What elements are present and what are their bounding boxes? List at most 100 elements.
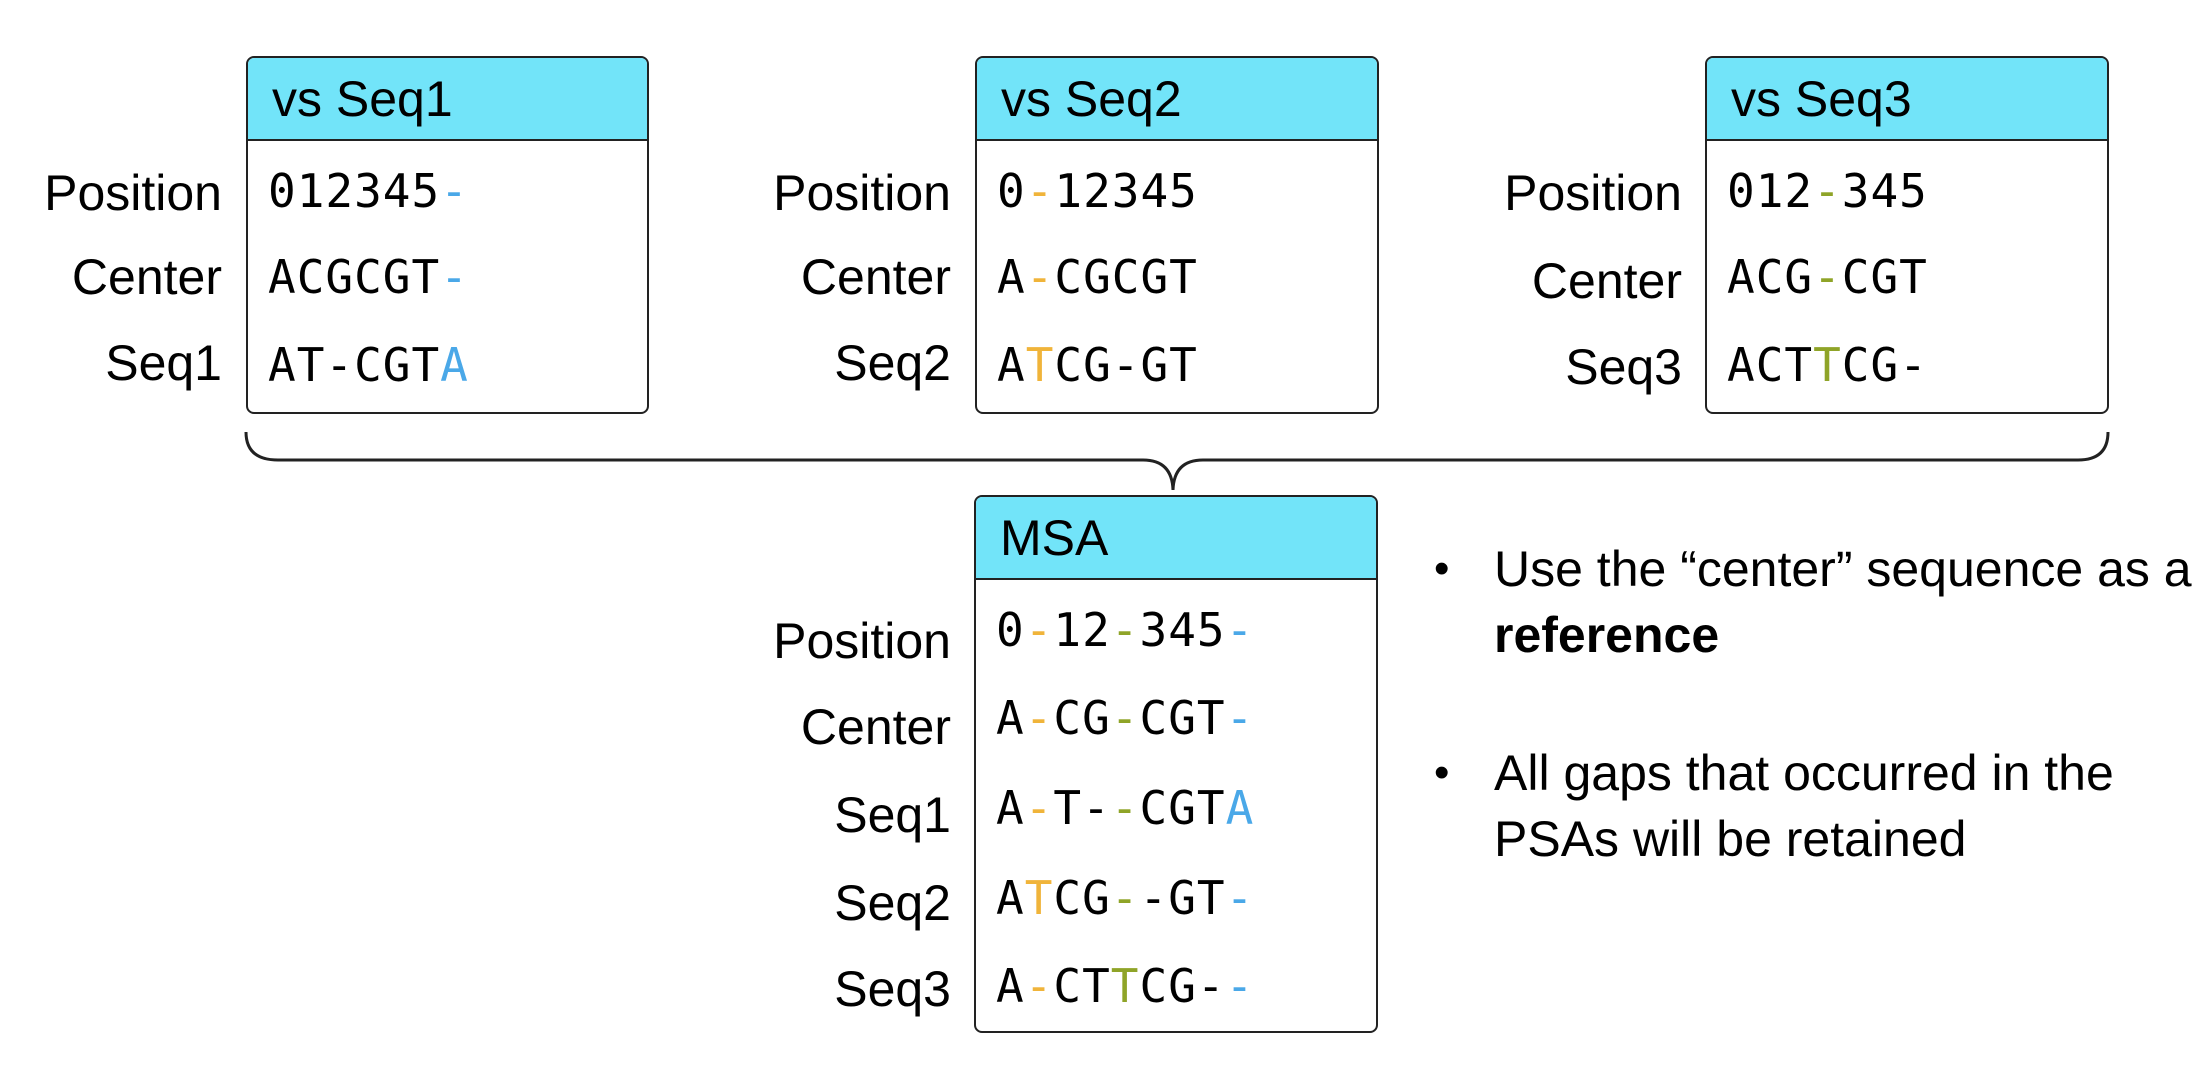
row-label-position: Position bbox=[773, 165, 951, 221]
gap-highlight: - bbox=[1024, 603, 1054, 657]
merge-brace-path bbox=[244, 431, 2110, 491]
sequence-text: 345 bbox=[1139, 603, 1226, 657]
sequence-text: -GT bbox=[1139, 871, 1226, 925]
seq2-row: ATCG--GT- bbox=[996, 875, 1254, 921]
gap-highlight: - bbox=[1225, 959, 1255, 1013]
gap-highlight: - bbox=[1225, 603, 1255, 657]
row-label-center: Center bbox=[800, 249, 951, 305]
position-row: 0-12-345- bbox=[996, 607, 1254, 653]
sequence-text: 345 bbox=[1841, 164, 1928, 218]
pairwise-panel-seq2: vs Seq2 0-12345 A-CGCGT ATCG-GT bbox=[975, 56, 1379, 414]
center-row: A-CG-CGT- bbox=[996, 695, 1254, 741]
sequence-text: A bbox=[996, 871, 1025, 925]
sequence-text: CGCGT bbox=[1054, 250, 1198, 304]
gap-highlight: - bbox=[1813, 250, 1842, 304]
row-label-seq1: Seq1 bbox=[834, 787, 951, 843]
row-label-seq1: Seq1 bbox=[105, 335, 222, 391]
panel-title: MSA bbox=[976, 497, 1376, 580]
row-label-seq3: Seq3 bbox=[1565, 339, 1682, 395]
row-label-seq2: Seq2 bbox=[834, 875, 951, 931]
msa-panel: MSA 0-12-345- A-CG-CGT- A-T--CGTA ATCG--… bbox=[974, 495, 1378, 1033]
seq2-row: ATCG-GT bbox=[997, 342, 1198, 388]
row-label-position: Position bbox=[1504, 165, 1682, 221]
center-row: ACGCGT- bbox=[268, 254, 469, 300]
row-label-position: Position bbox=[773, 613, 951, 669]
gap-highlight: - bbox=[1024, 959, 1054, 1013]
gap-highlight: T bbox=[1110, 959, 1140, 1013]
gap-highlight: - bbox=[1025, 250, 1055, 304]
sequence-text: CG- bbox=[1139, 959, 1226, 1013]
sequence-text: CGT bbox=[1841, 250, 1928, 304]
panel-title: vs Seq2 bbox=[977, 58, 1377, 141]
seq1-row: A-T--CGTA bbox=[996, 785, 1254, 831]
gap-highlight: A bbox=[440, 338, 469, 392]
sequence-text: AT-CGT bbox=[268, 338, 441, 392]
gap-highlight: - bbox=[440, 164, 469, 218]
position-row: 012-345 bbox=[1727, 168, 1928, 214]
sequence-text: ACGCGT bbox=[268, 250, 441, 304]
gap-highlight: - bbox=[1025, 164, 1055, 218]
sequence-text: CG- bbox=[1841, 338, 1928, 392]
position-row: 012345- bbox=[268, 168, 469, 214]
sequence-text: 0 bbox=[997, 164, 1026, 218]
gap-highlight: T bbox=[1813, 338, 1842, 392]
gap-highlight: - bbox=[1225, 691, 1255, 745]
gap-highlight: - bbox=[1225, 871, 1255, 925]
note-item: • All gaps that occurred in the PSAs wil… bbox=[1430, 740, 2210, 872]
row-label-position: Position bbox=[44, 165, 222, 221]
note-text: Use the “center” sequence as a bbox=[1494, 541, 2192, 597]
note-text: All gaps that occurred in the PSAs will … bbox=[1494, 745, 2114, 867]
row-label-center: Center bbox=[1531, 253, 1682, 309]
seq1-row: AT-CGTA bbox=[268, 342, 469, 388]
sequence-text: CGT bbox=[1139, 691, 1226, 745]
panel-title: vs Seq3 bbox=[1707, 58, 2107, 141]
sequence-text: ACG bbox=[1727, 250, 1814, 304]
sequence-text: A bbox=[996, 781, 1025, 835]
sequence-text: T- bbox=[1053, 781, 1111, 835]
sequence-text: CG bbox=[1053, 691, 1111, 745]
pairwise-panel-seq3: vs Seq3 012-345 ACG-CGT ACTTCG- bbox=[1705, 56, 2109, 414]
sequence-text: 12 bbox=[1053, 603, 1111, 657]
gap-highlight: - bbox=[440, 250, 469, 304]
sequence-text: 012 bbox=[1727, 164, 1814, 218]
position-row: 0-12345 bbox=[997, 168, 1198, 214]
sequence-text: CG-GT bbox=[1054, 338, 1198, 392]
sequence-text: 012345 bbox=[268, 164, 441, 218]
center-row: A-CGCGT bbox=[997, 254, 1198, 300]
gap-highlight: A bbox=[1225, 781, 1255, 835]
sequence-text: CG bbox=[1053, 871, 1111, 925]
sequence-text: A bbox=[997, 250, 1026, 304]
pairwise-panel-seq1: vs Seq1 012345- ACGCGT- AT-CGTA bbox=[246, 56, 649, 414]
notes-list: • Use the “center” sequence as a referen… bbox=[1430, 536, 2210, 944]
panel-title: vs Seq1 bbox=[248, 58, 647, 141]
bullet-icon: • bbox=[1434, 544, 1450, 593]
gap-highlight: - bbox=[1110, 691, 1140, 745]
seq3-row: ACTTCG- bbox=[1727, 342, 1928, 388]
seq3-row: A-CTTCG-- bbox=[996, 963, 1254, 1009]
gap-highlight: - bbox=[1024, 781, 1054, 835]
sequence-text: A bbox=[996, 959, 1025, 1013]
gap-highlight: - bbox=[1813, 164, 1842, 218]
row-label-center: Center bbox=[800, 699, 951, 755]
gap-highlight: - bbox=[1110, 781, 1140, 835]
row-label-center: Center bbox=[71, 249, 222, 305]
sequence-text: 12345 bbox=[1054, 164, 1198, 218]
sequence-text: A bbox=[996, 691, 1025, 745]
note-item: • Use the “center” sequence as a referen… bbox=[1430, 536, 2210, 668]
gap-highlight: T bbox=[1024, 871, 1054, 925]
note-bold-text: reference bbox=[1494, 607, 1720, 663]
sequence-text: 0 bbox=[996, 603, 1025, 657]
gap-highlight: T bbox=[1025, 338, 1055, 392]
sequence-text: A bbox=[997, 338, 1026, 392]
sequence-text: CGT bbox=[1139, 781, 1226, 835]
gap-highlight: - bbox=[1024, 691, 1054, 745]
row-label-seq2: Seq2 bbox=[834, 335, 951, 391]
row-label-seq3: Seq3 bbox=[834, 961, 951, 1017]
center-row: ACG-CGT bbox=[1727, 254, 1928, 300]
gap-highlight: - bbox=[1110, 871, 1140, 925]
gap-highlight: - bbox=[1110, 603, 1140, 657]
sequence-text: ACT bbox=[1727, 338, 1814, 392]
sequence-text: CT bbox=[1053, 959, 1111, 1013]
bullet-icon: • bbox=[1434, 748, 1450, 797]
